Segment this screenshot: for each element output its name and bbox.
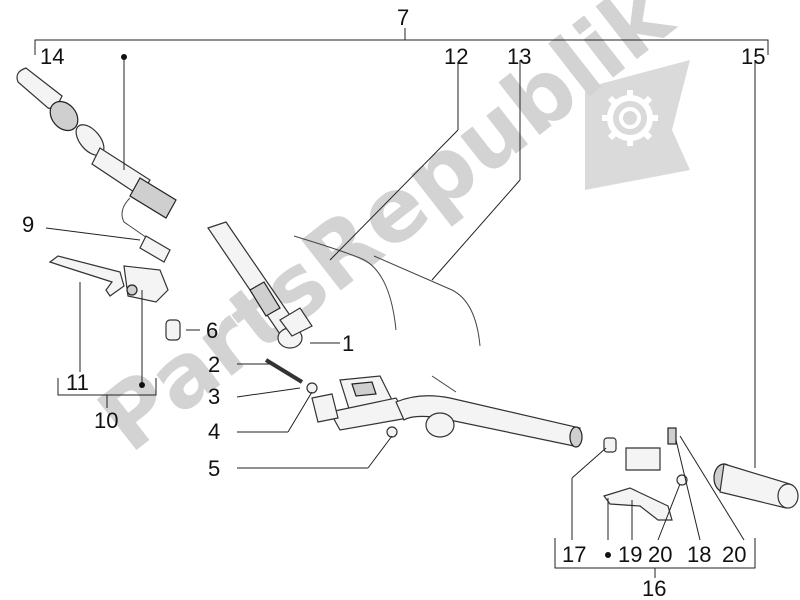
gear-icon	[602, 90, 658, 146]
callout-18: 18	[687, 542, 711, 567]
part-right-bar	[395, 375, 583, 448]
part-right-grip	[713, 463, 799, 509]
part-left-grip	[16, 67, 105, 156]
callouts: 7 14 12 13 15 9 6 1 2 11 3 10 4 5 17 19 …	[22, 5, 765, 600]
part-throttle-tube	[91, 147, 177, 263]
callout-4: 4	[208, 419, 220, 444]
part-cable-13	[373, 255, 481, 347]
part-pin	[165, 319, 181, 341]
group-bracket-10	[57, 378, 157, 408]
callout-10: 10	[94, 408, 118, 433]
group-bracket-16	[554, 538, 756, 578]
part-center-clamp	[311, 375, 409, 431]
callout-16: 16	[642, 576, 666, 600]
part-right-housing	[603, 427, 688, 486]
callout-14: 14	[40, 44, 64, 69]
callout-13: 13	[507, 44, 531, 69]
leader-lines	[45, 54, 756, 558]
part-bolt-long	[264, 358, 304, 384]
callout-17: 17	[562, 542, 586, 567]
callout-5: 5	[208, 456, 220, 481]
callout-20-b: 20	[722, 542, 746, 567]
callout-7: 7	[397, 5, 409, 30]
part-master-cylinder	[123, 265, 169, 303]
callout-2: 2	[208, 352, 220, 377]
part-washer	[306, 382, 318, 394]
group-bracket-7	[34, 28, 769, 55]
callout-1: 1	[342, 331, 354, 356]
part-right-lever	[603, 487, 673, 521]
callout-11: 11	[66, 370, 89, 395]
part-handlebar-tube	[207, 221, 313, 349]
callout-20-a: 20	[648, 542, 672, 567]
callout-6: 6	[206, 318, 218, 343]
callout-9: 9	[22, 212, 34, 237]
part-bolt-short	[386, 426, 398, 438]
callout-15: 15	[741, 44, 765, 69]
callout-19: 19	[618, 542, 642, 567]
part-cable-12	[293, 235, 397, 331]
callout-3: 3	[208, 384, 220, 409]
part-left-lever	[48, 255, 125, 297]
callout-12: 12	[444, 44, 468, 69]
